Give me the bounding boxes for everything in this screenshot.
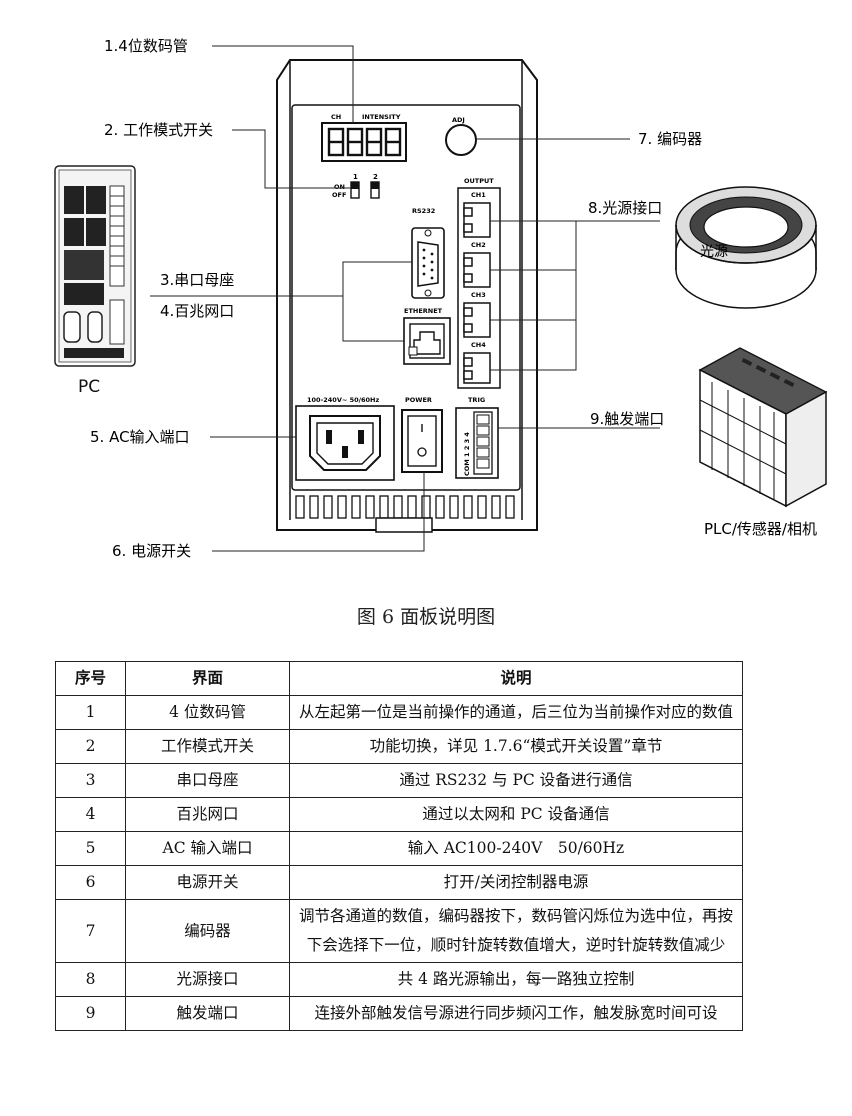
callout-1: 1.4位数码管 [104, 37, 188, 55]
row-name: 工作模式开关 [125, 729, 290, 764]
ch4-label: CH4 [471, 341, 486, 349]
row-name: 触发端口 [125, 996, 290, 1031]
trig-pins-label: COM 1 2 3 4 [463, 432, 471, 476]
row-desc: 调节各通道的数值，编码器按下，数码管闪烁位为选中位，再按下会选择下一位，顺时针旋… [289, 899, 743, 963]
switch-off-label: OFF [332, 191, 346, 199]
table-row: 2 工作模式开关 功能切换，详见 1.7.6“模式开关设置”章节 [55, 729, 743, 764]
row-desc: 连接外部触发信号源进行同步频闪工作，触发脉宽时间可设 [289, 996, 743, 1031]
row-no: 2 [55, 729, 126, 764]
switch-on-label: ON [334, 183, 345, 191]
ring-light-illustration [675, 186, 817, 309]
callout-6: 6. 电源开关 [112, 542, 191, 560]
callout-5: 5. AC输入端口 [90, 428, 190, 446]
table-row: 7 编码器 调节各通道的数值，编码器按下，数码管闪烁位为选中位，再按下会选择下一… [55, 899, 743, 963]
row-desc: 从左起第一位是当前操作的通道，后三位为当前操作对应的数值 [289, 695, 743, 730]
switch-2-label: 2 [373, 173, 378, 181]
trigger-terminal[interactable] [455, 407, 499, 479]
header-name: 界面 [125, 661, 290, 696]
ch3-label: CH3 [471, 291, 486, 299]
switch-1-label: 1 [353, 173, 358, 181]
callout-7: 7. 编码器 [638, 130, 702, 148]
callout-4: 4.百兆网口 [160, 302, 234, 320]
row-no: 4 [55, 797, 126, 832]
row-desc: 通过以太网和 PC 设备通信 [289, 797, 743, 832]
spec-table: 序号 界面 说明 1 4 位数码管 从左起第一位是当前操作的通道，后三位为当前操… [55, 661, 743, 1031]
callout-3: 3.串口母座 [160, 271, 234, 289]
callout-9: 9.触发端口 [590, 410, 664, 428]
rs232-port[interactable] [411, 227, 445, 299]
table-row: 4 百兆网口 通过以太网和 PC 设备通信 [55, 797, 743, 832]
table-header-row: 序号 界面 说明 [55, 661, 743, 696]
plc-illustration [698, 347, 828, 508]
row-name: AC 输入端口 [125, 831, 290, 866]
panel-diagram: PC CH INTENS [54, 37, 828, 560]
table-row: 9 触发端口 连接外部触发信号源进行同步频闪工作，触发脉宽时间可设 [55, 996, 743, 1031]
table-row: 3 串口母座 通过 RS232 与 PC 设备进行通信 [55, 763, 743, 798]
leader-lines [150, 45, 660, 552]
row-no: 9 [55, 996, 126, 1031]
ch2-label: CH2 [471, 241, 486, 249]
row-no: 7 [55, 899, 126, 963]
header-desc: 说明 [289, 661, 743, 696]
row-no: 3 [55, 763, 126, 798]
pc-illustration [54, 165, 136, 367]
row-desc: 输入 AC100-240V 50/60Hz [289, 831, 743, 866]
table-row: 8 光源接口 共 4 路光源输出，每一路独立控制 [55, 962, 743, 997]
row-desc: 通过 RS232 与 PC 设备进行通信 [289, 763, 743, 798]
display-ch-label: CH [331, 113, 341, 121]
rs232-label: RS232 [412, 207, 435, 215]
controller-device: CH INTENSITY ON OFF 1 2 ADJ RS232 [276, 59, 538, 533]
trig-label: TRIG [468, 396, 485, 404]
light-source-label: 光源 [700, 244, 728, 260]
display-intensity-label: INTENSITY [362, 113, 401, 121]
encoder-adj-label: ADJ [452, 116, 465, 124]
pc-label: PC [78, 377, 100, 397]
row-no: 5 [55, 831, 126, 866]
ethernet-port[interactable] [403, 317, 451, 365]
row-no: 6 [55, 865, 126, 900]
power-label: POWER [405, 396, 432, 404]
table-row: 6 电源开关 打开/关闭控制器电源 [55, 865, 743, 900]
encoder-knob[interactable] [445, 124, 477, 156]
row-name: 百兆网口 [125, 797, 290, 832]
table-row: 1 4 位数码管 从左起第一位是当前操作的通道，后三位为当前操作对应的数值 [55, 695, 743, 730]
ch1-label: CH1 [471, 191, 486, 199]
row-name: 编码器 [125, 899, 290, 963]
row-name: 4 位数码管 [125, 695, 290, 730]
row-name: 串口母座 [125, 763, 290, 798]
header-no: 序号 [55, 661, 126, 696]
callout-8: 8.光源接口 [588, 199, 662, 217]
row-desc: 共 4 路光源输出，每一路独立控制 [289, 962, 743, 997]
callout-2: 2. 工作模式开关 [104, 121, 213, 139]
row-desc: 打开/关闭控制器电源 [289, 865, 743, 900]
row-no: 1 [55, 695, 126, 730]
row-name: 电源开关 [125, 865, 290, 900]
row-desc: 功能切换，详见 1.7.6“模式开关设置”章节 [289, 729, 743, 764]
plc-label: PLC/传感器/相机 [704, 520, 817, 538]
light-source-ports[interactable] [463, 202, 491, 384]
power-switch[interactable] [401, 409, 443, 473]
figure-caption: 图 6 面板说明图 [356, 606, 496, 628]
ac-rating-label: 100-240V~ 50/60Hz [307, 396, 379, 404]
output-label: OUTPUT [464, 177, 494, 185]
ethernet-label: ETHERNET [404, 307, 443, 315]
table-row: 5 AC 输入端口 输入 AC100-240V 50/60Hz [55, 831, 743, 866]
ac-input-socket[interactable] [309, 415, 381, 471]
mode-switch[interactable] [350, 181, 380, 199]
row-no: 8 [55, 962, 126, 997]
row-name: 光源接口 [125, 962, 290, 997]
